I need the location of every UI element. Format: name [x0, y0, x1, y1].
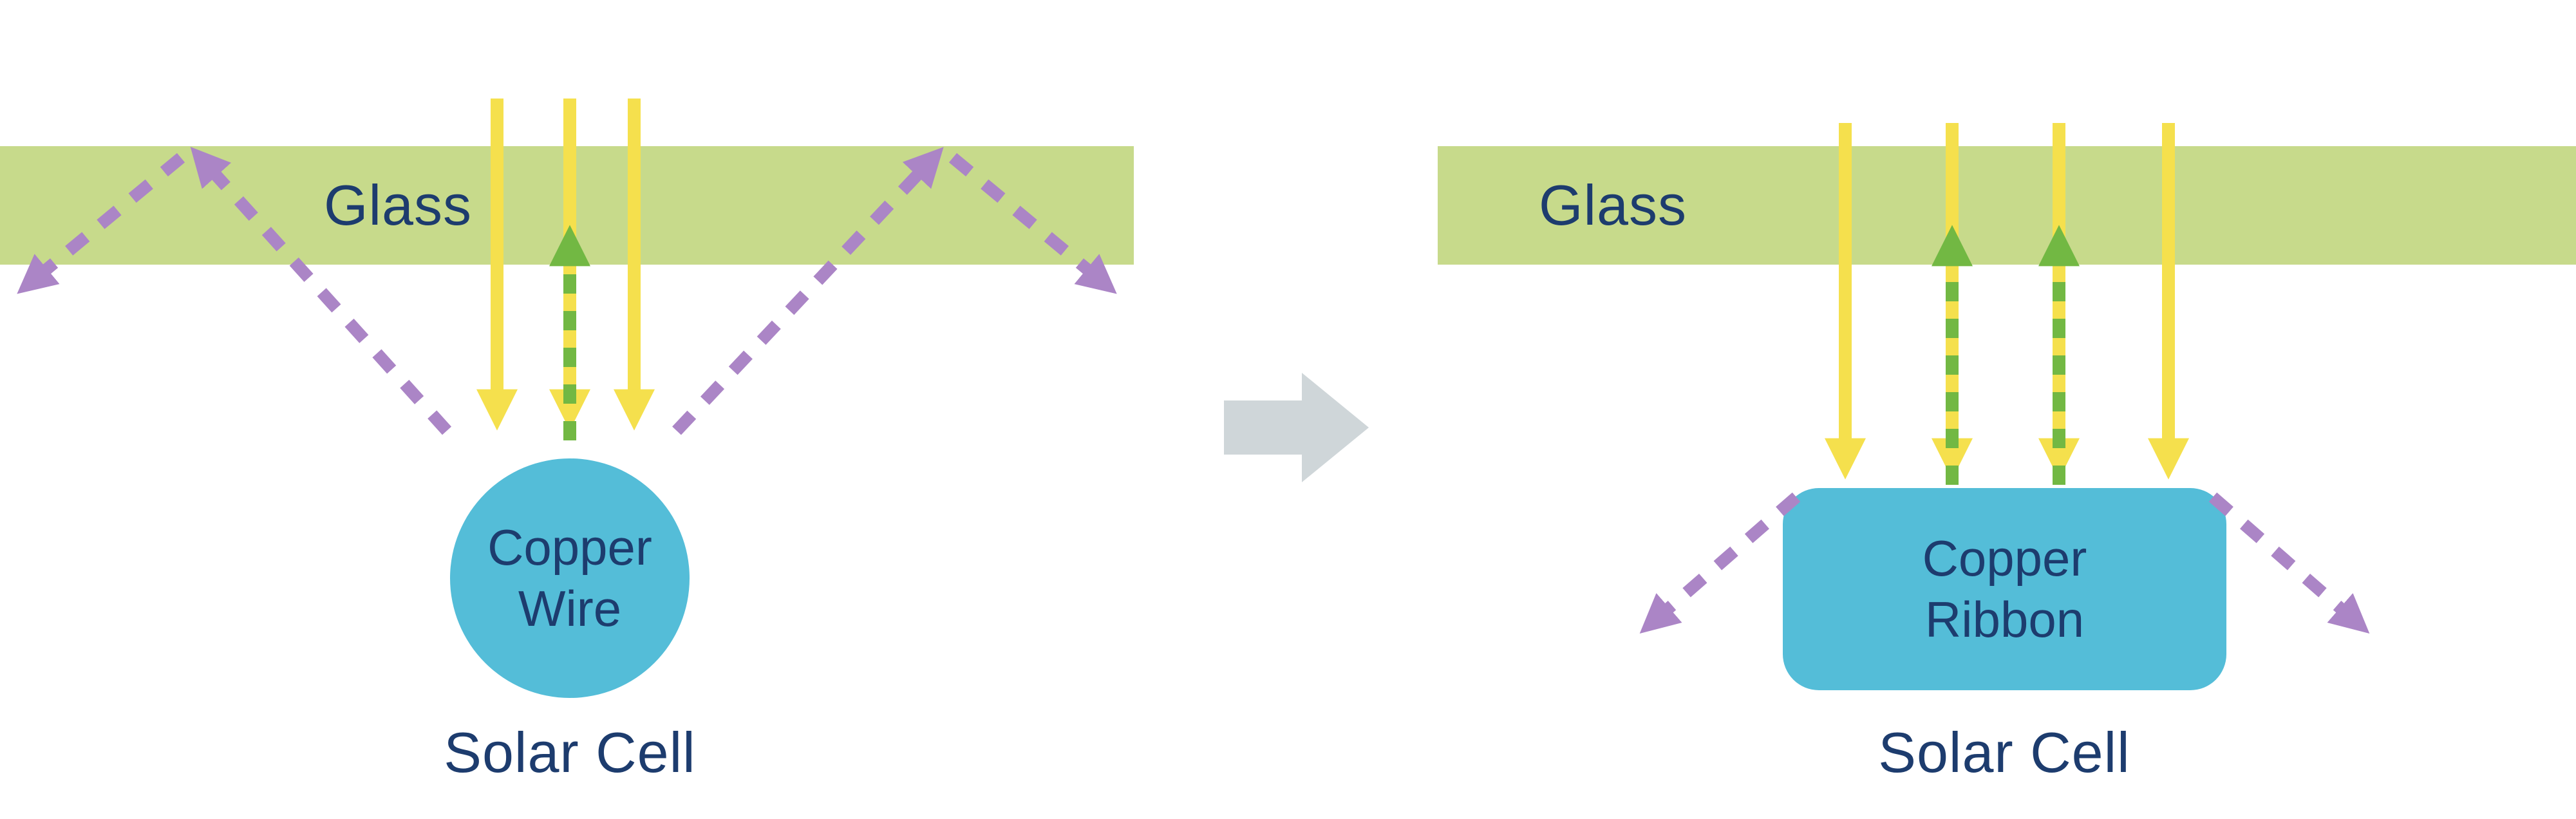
glass-label-right: Glass [1539, 173, 1687, 237]
scattered-ray-incident-right [672, 147, 944, 435]
left-scattered-rays [17, 146, 1117, 435]
copper-ribbon-label-line2: Ribbon [1924, 591, 2085, 648]
copper-ribbon-label-line1: Copper [1922, 529, 2087, 587]
right-sunlight-rays [1824, 123, 2190, 480]
glass-layer-right [1438, 146, 2576, 265]
scattered-ray-exit-right [2208, 492, 2370, 634]
copper-wire-label-line1: Copper [487, 518, 652, 576]
scattered-ray-exit-left [1639, 492, 1801, 634]
scattered-ray-incident-left [190, 146, 452, 435]
scattered-ray-exit-left [17, 153, 185, 294]
copper-ribbon-shape: Copper Ribbon [1783, 488, 2226, 690]
solar-cell-label-left: Solar Cell [444, 720, 696, 784]
copper-wire-label-line2: Wire [518, 580, 622, 637]
glass-label-left: Glass [324, 173, 472, 237]
transition-arrow-icon [1224, 373, 1369, 482]
right-scattered-rays [1639, 492, 2370, 634]
solar-cell-label-right: Solar Cell [1878, 720, 2130, 784]
scattered-ray-exit-right [948, 153, 1117, 294]
copper-wire-shape: Copper Wire [450, 458, 690, 698]
right-reflected-rays [1931, 225, 2080, 485]
